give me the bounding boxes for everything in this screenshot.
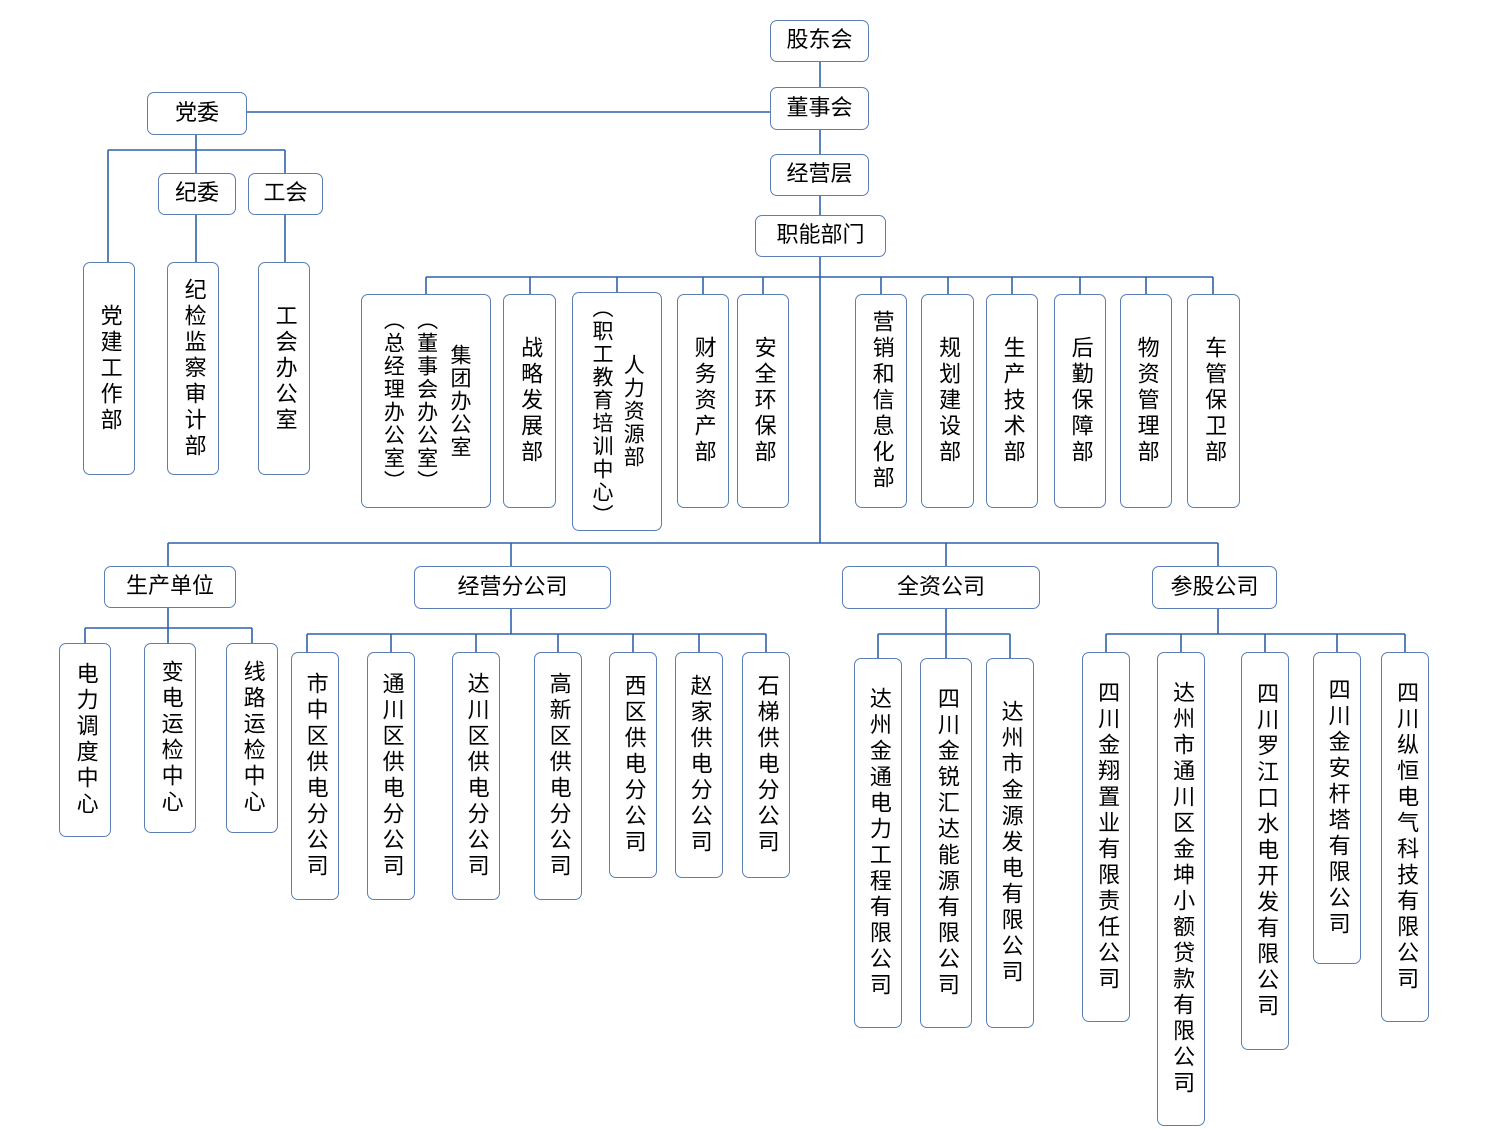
branch-company-box: 高新区供电分公司 (534, 652, 582, 900)
wholly-owned-companies-box: 全资公司 (842, 566, 1040, 609)
participating-company-box: 达州市通川区金坤小额贷款有限公司 (1157, 652, 1205, 1126)
wholly-owned-company-label: 四川金锐汇达能源有限公司 (933, 687, 959, 999)
participating-companies-box: 参股公司 (1152, 566, 1277, 609)
materials-dept-box: 物资管理部 (1120, 294, 1172, 508)
branch-company-box: 石梯供电分公司 (742, 652, 790, 878)
safety-dept-label: 安全环保部 (750, 336, 776, 466)
participating-company-box: 四川纵恒电气科技有限公司 (1381, 652, 1429, 1022)
production-unit-box: 变电运检中心 (144, 643, 196, 833)
hr-dept-sub-label: （职工教育培训中心） (590, 296, 614, 527)
discipline-committee-box: 纪委 (158, 173, 236, 215)
branch-company-label: 高新区供电分公司 (545, 672, 571, 880)
group-office-sub2-label: （总经理办公室） (381, 309, 406, 493)
branch-company-box: 达川区供电分公司 (452, 652, 500, 900)
production-tech-dept-label: 生产技术部 (999, 336, 1025, 466)
branch-company-box: 市中区供电分公司 (291, 652, 339, 900)
planning-dept-label: 规划建设部 (935, 336, 961, 466)
participating-company-box: 四川金翔置业有限责任公司 (1082, 652, 1130, 1022)
participating-company-label: 达州市通川区金坤小额贷款有限公司 (1169, 681, 1195, 1097)
union-office-label: 工会办公室 (271, 303, 297, 434)
safety-dept-box: 安全环保部 (737, 294, 789, 508)
shareholders-box: 股东会 (770, 20, 869, 62)
participating-companies-label: 参股公司 (1170, 574, 1259, 600)
group-office-main-label: 集团办公室 (447, 343, 472, 459)
board-box: 董事会 (770, 87, 869, 130)
wholly-owned-company-box: 达州市金源发电有限公司 (986, 658, 1034, 1028)
party-building-dept-box: 党建工作部 (83, 262, 135, 475)
participating-company-label: 四川罗江口水电开发有限公司 (1253, 682, 1279, 1020)
logistics-dept-box: 后勤保障部 (1054, 294, 1106, 508)
party-committee-label: 党委 (174, 100, 219, 126)
finance-dept-box: 财务资产部 (677, 294, 729, 508)
marketing-dept-label: 营销和信息化部 (868, 310, 894, 492)
production-tech-dept-box: 生产技术部 (986, 294, 1038, 508)
branch-company-label: 通川区供电分公司 (378, 672, 404, 880)
participating-company-label: 四川金安杆塔有限公司 (1324, 678, 1350, 938)
branch-company-label: 赵家供电分公司 (686, 674, 712, 856)
strategy-dept-box: 战略发展部 (503, 294, 556, 508)
group-office-box: （总经理办公室） （董事会办公室） 集团办公室 (361, 294, 491, 508)
union-box: 工会 (248, 173, 323, 215)
branch-company-label: 市中区供电分公司 (302, 672, 328, 880)
hr-dept-main-label: 人力资源部 (621, 354, 646, 469)
board-label: 董事会 (786, 95, 853, 121)
vehicle-security-dept-label: 车管保卫部 (1201, 336, 1227, 466)
logistics-dept-label: 后勤保障部 (1067, 336, 1093, 466)
branch-company-label: 达川区供电分公司 (463, 672, 489, 880)
participating-company-box: 四川罗江口水电开发有限公司 (1241, 652, 1289, 1050)
finance-dept-label: 财务资产部 (690, 336, 716, 466)
production-unit-label: 电力调度中心 (72, 662, 98, 818)
operating-branches-box: 经营分公司 (414, 566, 611, 609)
union-label: 工会 (263, 181, 308, 206)
party-building-dept-label: 党建工作部 (96, 303, 122, 434)
marketing-dept-box: 营销和信息化部 (855, 294, 907, 508)
production-unit-box: 电力调度中心 (59, 643, 111, 837)
production-units-label: 生产单位 (125, 574, 214, 599)
vehicle-security-dept-box: 车管保卫部 (1187, 294, 1240, 508)
production-units-box: 生产单位 (104, 566, 236, 608)
discipline-audit-dept-label: 纪检监察审计部 (180, 277, 206, 460)
group-office-sub1-label: （董事会办公室） (414, 309, 439, 493)
branch-company-label: 西区供电分公司 (620, 674, 646, 856)
materials-dept-label: 物资管理部 (1133, 336, 1159, 466)
branch-company-box: 通川区供电分公司 (367, 652, 415, 900)
wholly-owned-company-box: 四川金锐汇达能源有限公司 (920, 658, 972, 1028)
production-unit-box: 线路运检中心 (226, 643, 278, 833)
party-committee-box: 党委 (147, 92, 247, 135)
production-unit-label: 线路运检中心 (239, 660, 265, 816)
operating-branches-label: 经营分公司 (457, 574, 568, 600)
wholly-owned-company-label: 达州金通电力工程有限公司 (865, 687, 891, 999)
hr-dept-box: （职工教育培训中心） 人力资源部 (572, 292, 662, 531)
union-office-box: 工会办公室 (258, 262, 310, 475)
participating-company-label: 四川金翔置业有限责任公司 (1094, 681, 1120, 993)
wholly-owned-company-box: 达州金通电力工程有限公司 (854, 658, 902, 1028)
production-unit-label: 变电运检中心 (157, 660, 183, 816)
wholly-owned-companies-label: 全资公司 (896, 574, 985, 600)
functional-depts-box: 职能部门 (755, 215, 886, 257)
functional-depts-label: 职能部门 (776, 223, 865, 248)
strategy-dept-label: 战略发展部 (517, 336, 543, 466)
wholly-owned-company-label: 达州市金源发电有限公司 (997, 700, 1023, 986)
branch-company-label: 石梯供电分公司 (753, 674, 779, 856)
participating-company-box: 四川金安杆塔有限公司 (1313, 652, 1361, 964)
management-box: 经营层 (770, 154, 869, 196)
discipline-audit-dept-box: 纪检监察审计部 (167, 262, 219, 475)
branch-company-box: 赵家供电分公司 (675, 652, 723, 878)
planning-dept-box: 规划建设部 (921, 294, 974, 508)
shareholders-label: 股东会 (786, 28, 853, 53)
branch-company-box: 西区供电分公司 (609, 652, 657, 878)
management-label: 经营层 (786, 162, 853, 187)
participating-company-label: 四川纵恒电气科技有限公司 (1393, 681, 1419, 993)
discipline-committee-label: 纪委 (174, 181, 219, 206)
